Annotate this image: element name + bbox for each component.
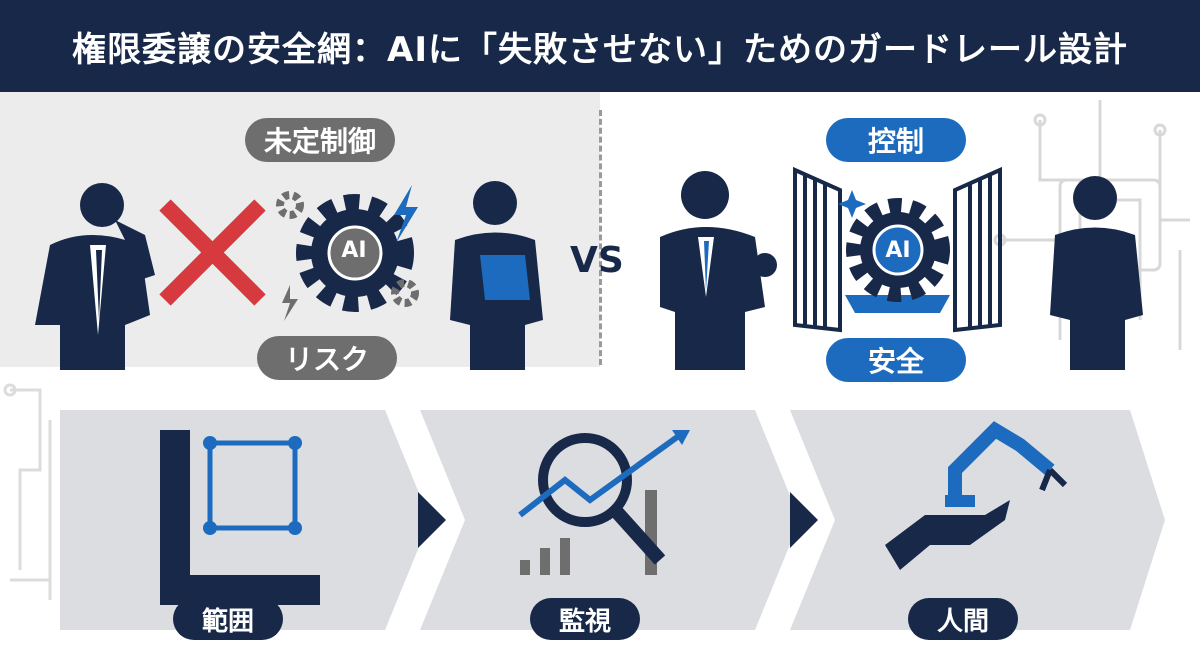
page-title: 権限委譲の安全網：AIに「失敗させない」ためのガードレール設計 [72, 29, 1128, 70]
risk-label: リスク [257, 336, 397, 380]
vs-label: VS [570, 240, 624, 281]
uncontrolled-label: 未定制御 [245, 118, 395, 162]
circuit-decoration-icon [3, 383, 52, 600]
process-chevrons [60, 410, 1165, 630]
ai-gear-label: AI [885, 237, 911, 263]
step-label-monitor: 監視 [530, 598, 640, 640]
step-label-human: 人間 [908, 598, 1018, 640]
ruler-frame-icon [160, 430, 320, 605]
safety-label: 安全 [826, 338, 966, 382]
chevron-step-scope [60, 410, 430, 630]
guardrail-gate-icon [793, 166, 1002, 333]
stressed-man-icon [35, 183, 155, 370]
red-x-icon [159, 199, 266, 306]
confident-man-icon [660, 171, 777, 370]
ai-gear-label: AI [341, 237, 367, 263]
arrow-icon [790, 492, 818, 548]
divider [599, 110, 602, 365]
ai-gear-chaos-icon [276, 185, 419, 321]
control-label: 控制 [826, 118, 966, 162]
chevron-step-monitor [420, 410, 800, 630]
worried-woman-icon [450, 181, 543, 370]
confident-woman-icon [1050, 176, 1143, 370]
magnifier-chart-icon [518, 430, 690, 575]
header-banner: 権限委譲の安全網：AIに「失敗させない」ためのガードレール設計 [0, 0, 1200, 92]
step-label-scope: 範囲 [173, 598, 283, 640]
robot-arm-hand-icon [885, 421, 1068, 570]
arrow-icon [418, 492, 446, 548]
